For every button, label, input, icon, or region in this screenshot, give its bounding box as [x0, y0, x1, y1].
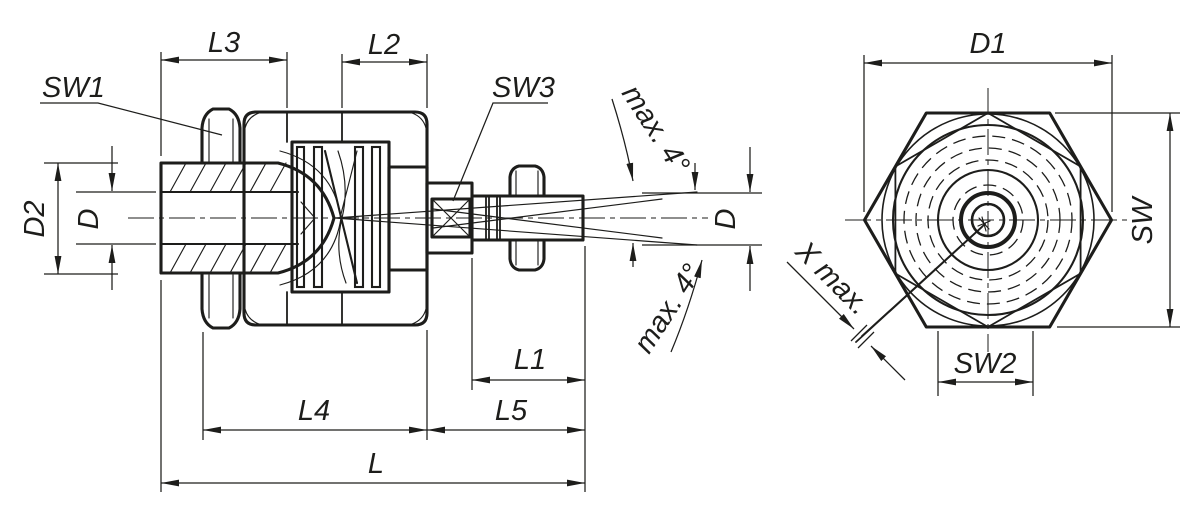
front-hexagon [862, 111, 1114, 329]
dim-L-total: L [160, 246, 586, 492]
dim-label-D2: D2 [19, 200, 51, 237]
dim-label-D-right: D [710, 208, 742, 229]
side-section-view: L3 L2 D2 D D max. 4° [19, 27, 762, 492]
jam-nut-top [508, 164, 546, 197]
dim-label-L1: L1 [514, 344, 546, 376]
dim-label-D1: D1 [969, 28, 1006, 60]
dim-label-L5: L5 [495, 395, 528, 427]
dim-label-SW2: SW2 [954, 348, 1017, 380]
rear-hexagon-rotated [894, 111, 1082, 329]
dim-label-D-left: D [73, 208, 105, 229]
dim-D-right: D [642, 147, 762, 291]
concentric-circles [881, 113, 1095, 327]
right-threaded-stud [470, 164, 585, 272]
pin-tip-star [977, 216, 991, 232]
dim-L5: L5 [427, 395, 585, 434]
dim-label-L3: L3 [208, 27, 240, 59]
annotation-max-angle-bottom: max. 4° [628, 259, 709, 359]
hex-nut-sw1 [200, 107, 242, 330]
dim-D2: D2 [19, 162, 118, 275]
center-pin [855, 216, 991, 343]
dim-L4: L4 [202, 330, 428, 440]
piston-output [387, 165, 474, 272]
tilt-phantom-lines [334, 163, 699, 267]
dim-L1: L1 [471, 258, 585, 390]
internal-spring-pack [295, 145, 382, 289]
label-X-max: X max. [788, 235, 875, 322]
callout-SW1: SW1 [40, 72, 223, 136]
label-SW3: SW3 [492, 72, 555, 104]
label-max-angle-bottom: max. 4° [628, 259, 709, 359]
end-view: X max. D1 SW SW2 [786, 28, 1180, 396]
dim-label-SW: SW [1127, 195, 1159, 244]
dim-label-L: L [368, 448, 384, 480]
sw3-flats-square [430, 197, 472, 239]
dim-SW2: SW2 [937, 331, 1034, 396]
jam-nut-bottom [508, 239, 546, 272]
dim-SW: SW [1055, 112, 1180, 328]
dim-L3: L3 [160, 27, 288, 156]
callout-SW3: SW3 [452, 72, 555, 202]
dim-label-L4: L4 [298, 395, 330, 427]
dim-L2: L2 [341, 29, 428, 108]
dim-label-L2: L2 [368, 29, 400, 61]
annotation-max-angle-top: max. 4° [611, 79, 696, 182]
dim-D1: D1 [863, 28, 1113, 212]
label-SW1: SW1 [42, 72, 105, 104]
dim-D-left: D [73, 146, 156, 290]
label-max-angle-top: max. 4° [615, 79, 696, 179]
